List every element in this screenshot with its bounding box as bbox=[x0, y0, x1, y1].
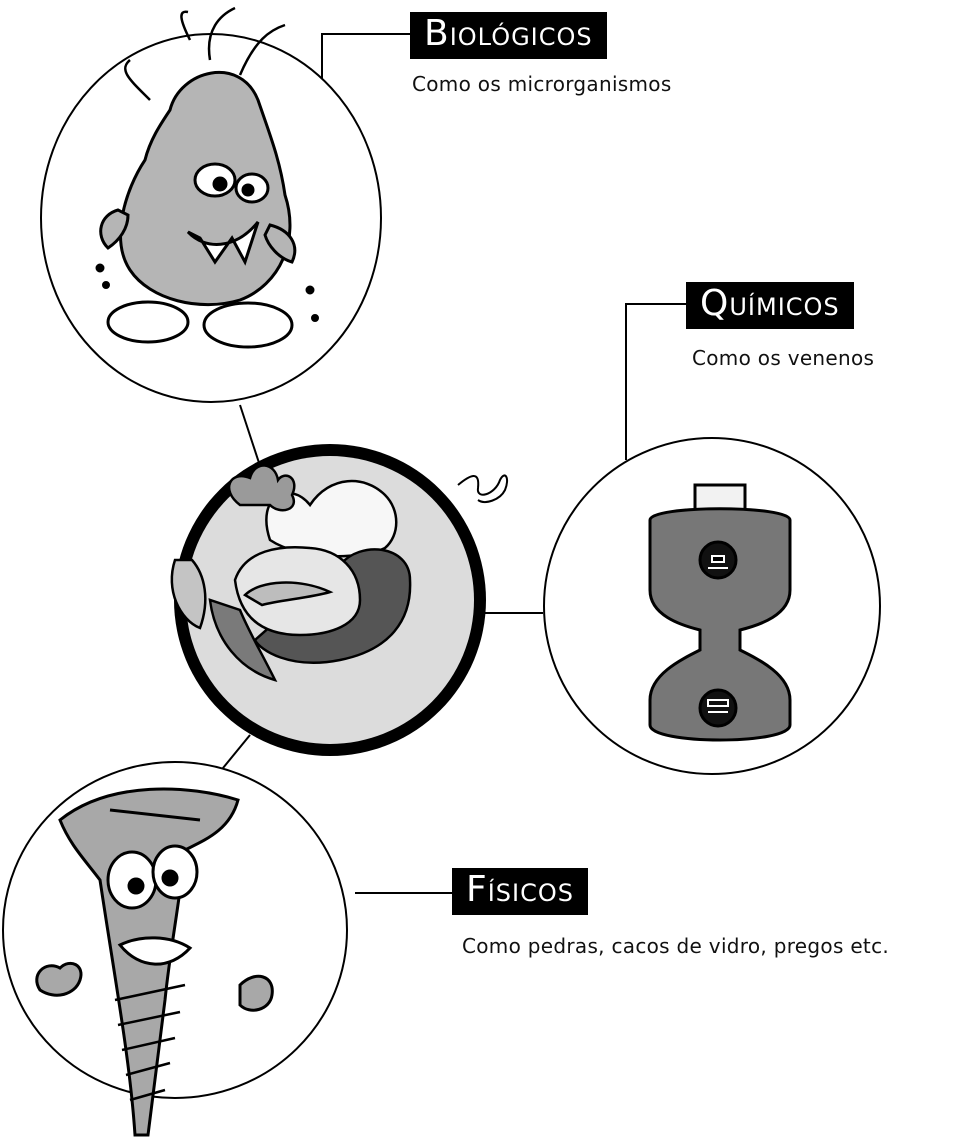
connector-quimicos-label bbox=[625, 303, 686, 460]
label-biologicos: BIOLÓGICOS bbox=[410, 12, 607, 59]
label-quimicos-text: QUÍMICOS bbox=[700, 283, 840, 324]
microbe-icon bbox=[95, 6, 319, 349]
desc-fisicos: Como pedras, cacos de vidro, pregos etc. bbox=[462, 934, 890, 958]
screw-icon bbox=[35, 787, 274, 1137]
connector-biologicos bbox=[239, 404, 263, 473]
food-plate bbox=[170, 444, 509, 756]
biologicos-illustration bbox=[40, 6, 382, 403]
label-biologicos-text: BIOLÓGICOS bbox=[424, 13, 593, 54]
fisicos-illustration bbox=[2, 761, 348, 1137]
label-quimicos: QUÍMICOS bbox=[686, 282, 854, 329]
desc-quimicos: Como os venenos bbox=[692, 346, 875, 370]
label-fisicos-text: FÍSICOS bbox=[466, 869, 574, 910]
desc-biologicos: Como os microrganismos bbox=[412, 72, 672, 96]
label-fisicos: FÍSICOS bbox=[452, 868, 588, 915]
food-plate-icon bbox=[170, 464, 509, 682]
poison-bottle-icon bbox=[648, 483, 792, 742]
quimicos-illustration bbox=[543, 437, 881, 775]
